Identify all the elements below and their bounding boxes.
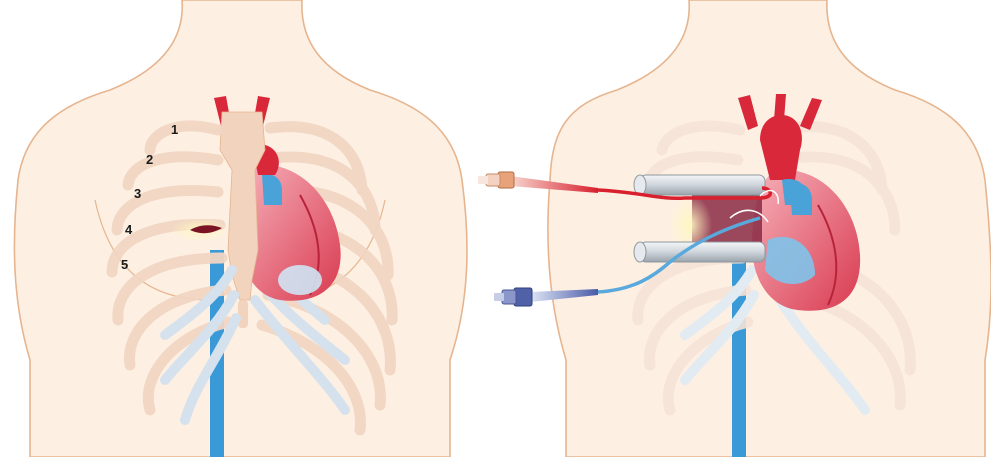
lower-port (634, 242, 765, 262)
rib-number-5: 5 (121, 257, 128, 272)
rib-number-2: 2 (146, 152, 153, 167)
rib-number-1: 1 (171, 122, 178, 137)
right-panel (478, 0, 991, 457)
rib-number-4: 4 (125, 222, 133, 237)
left-panel: 1 2 3 4 5 (14, 0, 467, 457)
upper-port (634, 175, 765, 195)
rib-number-3: 3 (134, 186, 141, 201)
